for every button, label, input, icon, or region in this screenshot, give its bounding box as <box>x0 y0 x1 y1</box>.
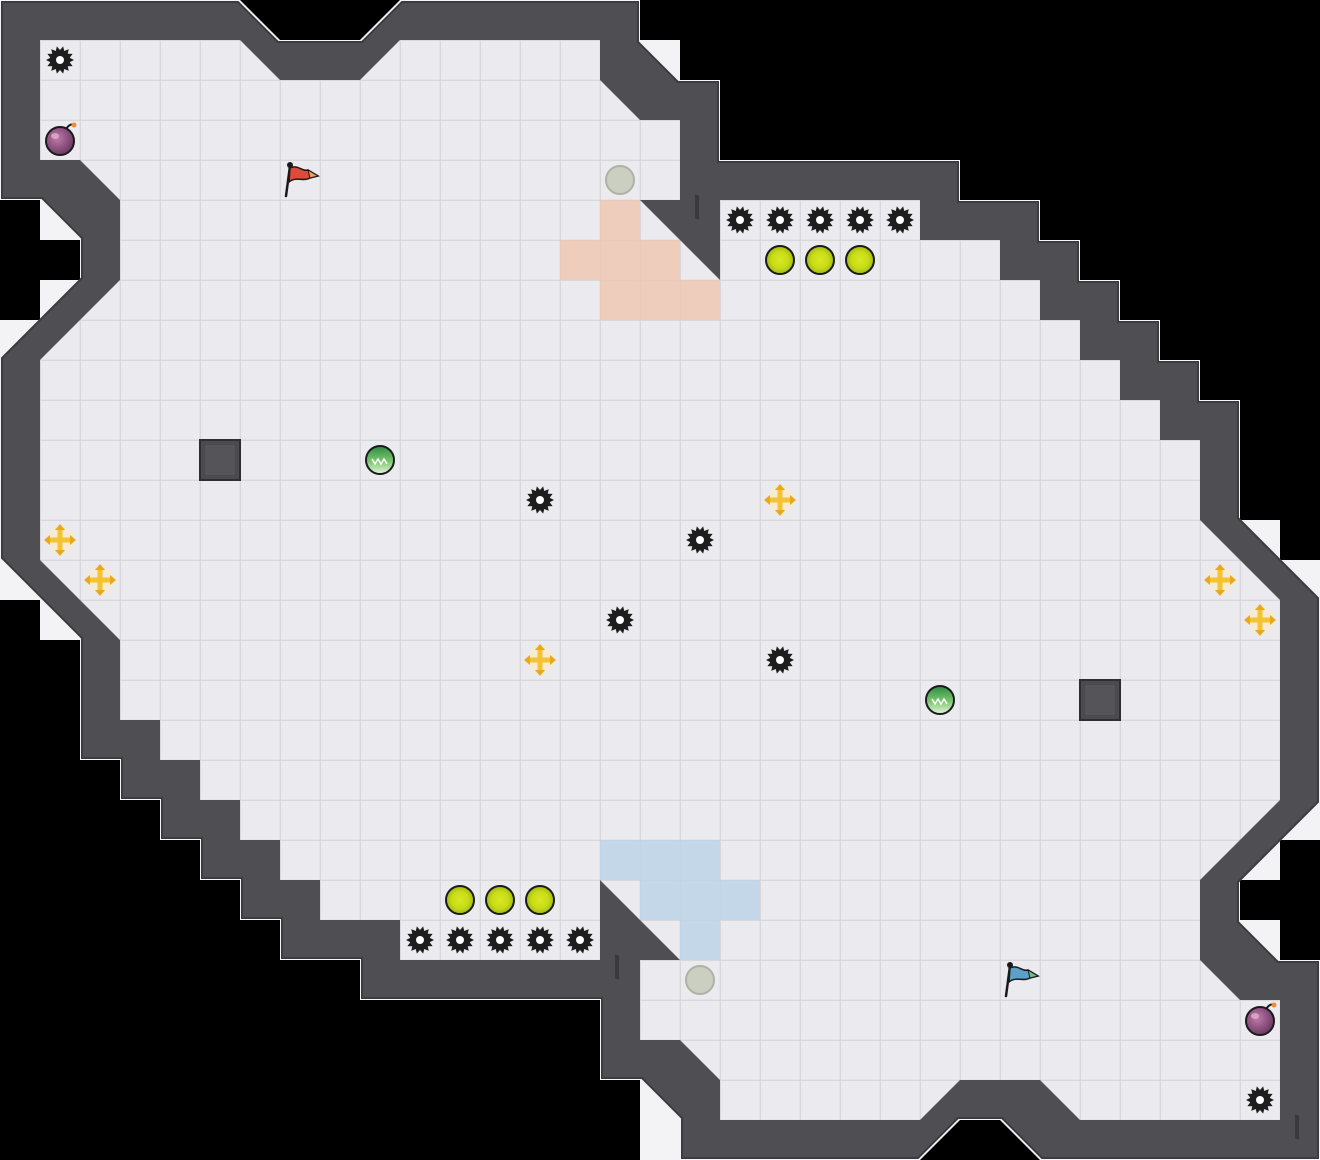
blue-zone-tile <box>600 840 640 880</box>
bombs-layer <box>45 122 1277 1036</box>
spike-icon <box>446 926 474 954</box>
portal-icon <box>685 965 715 995</box>
red-zone-tile <box>680 280 720 320</box>
spike-icon <box>526 926 554 954</box>
wall-slit <box>1295 1115 1299 1139</box>
wall-block-inner <box>205 445 235 475</box>
portal-icon <box>605 165 635 195</box>
blue-zone-tile <box>680 840 720 880</box>
spike-icon <box>526 486 554 514</box>
portals-layer <box>605 165 715 995</box>
boost-icon <box>525 885 555 915</box>
spike-icon <box>486 926 514 954</box>
spike-icon <box>806 206 834 234</box>
blue-zone-tile <box>680 880 720 920</box>
blue-flag <box>1004 962 1040 998</box>
spike-icon <box>846 206 874 234</box>
wall-slit <box>695 195 699 219</box>
speed-tile-icon <box>84 564 116 596</box>
powerup-icon <box>365 445 395 475</box>
spike-icon <box>406 926 434 954</box>
blue-zone-tile <box>720 880 760 920</box>
spike-icon <box>566 926 594 954</box>
boost-icon <box>805 245 835 275</box>
boost-icon <box>485 885 515 915</box>
speed-tiles-layer <box>44 484 1276 676</box>
speed-tile-icon <box>44 524 76 556</box>
spike-icon <box>1246 1086 1274 1114</box>
spike-icon <box>726 206 754 234</box>
wall-block-inner <box>1085 685 1115 715</box>
spike-icon <box>46 46 74 74</box>
wall-slit <box>615 955 619 979</box>
speed-tile-icon <box>764 484 796 516</box>
spike-icon <box>686 526 714 554</box>
red-flag <box>284 162 320 198</box>
spike-icon <box>886 206 914 234</box>
red-zone-tile <box>560 240 600 280</box>
flags-layer <box>284 162 1040 998</box>
blue-zone-tile <box>640 880 680 920</box>
speed-tile-icon <box>1244 604 1276 636</box>
spike-icon <box>766 206 794 234</box>
boost-icon <box>765 245 795 275</box>
spike-icon <box>606 606 634 634</box>
speed-tile-icon <box>1204 564 1236 596</box>
boosts-layer <box>445 245 875 915</box>
powerups-layer <box>365 445 955 715</box>
bomb-icon <box>1245 1002 1277 1036</box>
red-zone-tile <box>600 240 640 280</box>
floor <box>40 40 1280 1120</box>
blocks-layer <box>199 439 1121 721</box>
spikes-layer <box>46 46 1274 1114</box>
bomb-icon <box>45 122 77 156</box>
boost-icon <box>445 885 475 915</box>
blue-zone-tile <box>680 920 720 960</box>
red-zone-tile <box>600 200 640 240</box>
red-team-zone <box>560 200 720 320</box>
powerup-icon <box>925 685 955 715</box>
blue-zone-tile <box>640 840 680 880</box>
blue-team-zone <box>600 840 760 960</box>
boost-icon <box>845 245 875 275</box>
red-zone-tile <box>600 280 640 320</box>
speed-tile-icon <box>524 644 556 676</box>
spike-icon <box>766 646 794 674</box>
red-zone-tile <box>640 240 680 280</box>
red-zone-tile <box>640 280 680 320</box>
